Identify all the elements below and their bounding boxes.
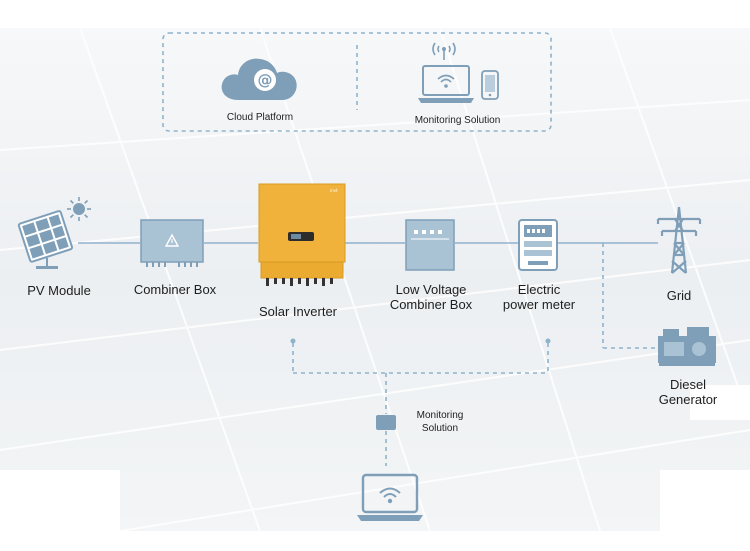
monitoring-solution-top-label: Monitoring Solution <box>414 115 501 126</box>
meter-icon <box>518 219 558 271</box>
solar-inverter-label: Solar Inverter <box>258 304 338 319</box>
low-voltage-combiner-label-line2: Combiner Box <box>389 297 473 312</box>
monitoring-solution-bottom-label-line1: Monitoring <box>416 410 464 421</box>
pv-module-label: PV Module <box>27 283 91 298</box>
inverter-icon: invt <box>258 183 346 286</box>
svg-text:@: @ <box>258 71 273 89</box>
combiner-box-label: Combiner Box <box>133 282 217 297</box>
electric-meter-label-line1: Electric <box>517 282 561 297</box>
grid-label: Grid <box>666 288 692 303</box>
sun-icon <box>67 197 91 221</box>
laptop-icon <box>418 65 474 103</box>
diesel-generator-label-line2: Generator <box>658 392 718 407</box>
low-voltage-combiner-icon <box>405 219 455 271</box>
generator-icon <box>658 327 716 366</box>
monitoring-solution-bottom-label-line2: Solution <box>421 423 459 434</box>
wifi-icon <box>432 42 456 60</box>
diesel-generator-label-line1: Diesel <box>669 377 707 392</box>
phone-icon <box>481 70 499 100</box>
low-voltage-combiner-label-line1: Low Voltage <box>395 282 467 297</box>
combiner-box-icon <box>140 219 204 267</box>
transmission-tower-icon <box>656 206 702 274</box>
svg-text:invt: invt <box>330 188 338 193</box>
laptop-icon <box>357 473 423 521</box>
monitoring-module-icon <box>376 415 396 430</box>
solar-panel-icon <box>17 210 74 269</box>
electric-meter-label-line2: power meter <box>502 297 576 312</box>
cloud-platform-label: Cloud Platform <box>226 112 294 123</box>
cloud-icon: @ <box>221 58 297 100</box>
